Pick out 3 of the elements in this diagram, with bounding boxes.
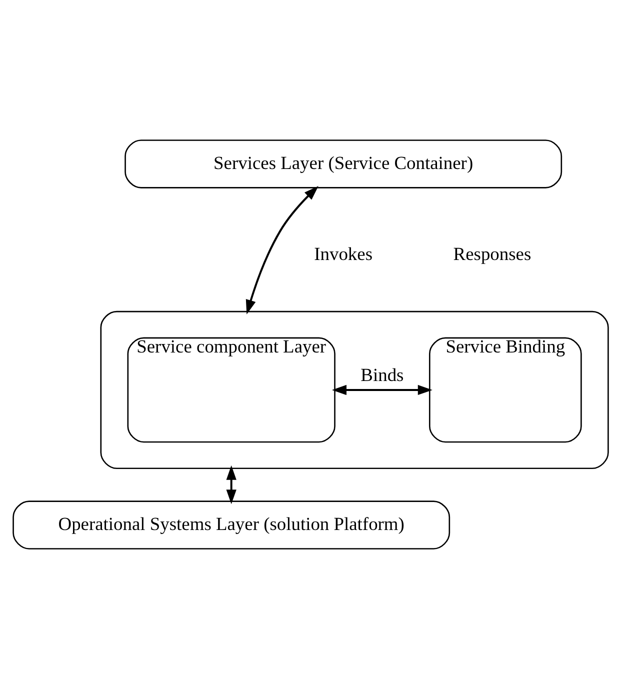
edge-label: Binds xyxy=(360,365,404,385)
label: Invokes xyxy=(314,244,373,264)
label: Responses xyxy=(453,244,532,264)
